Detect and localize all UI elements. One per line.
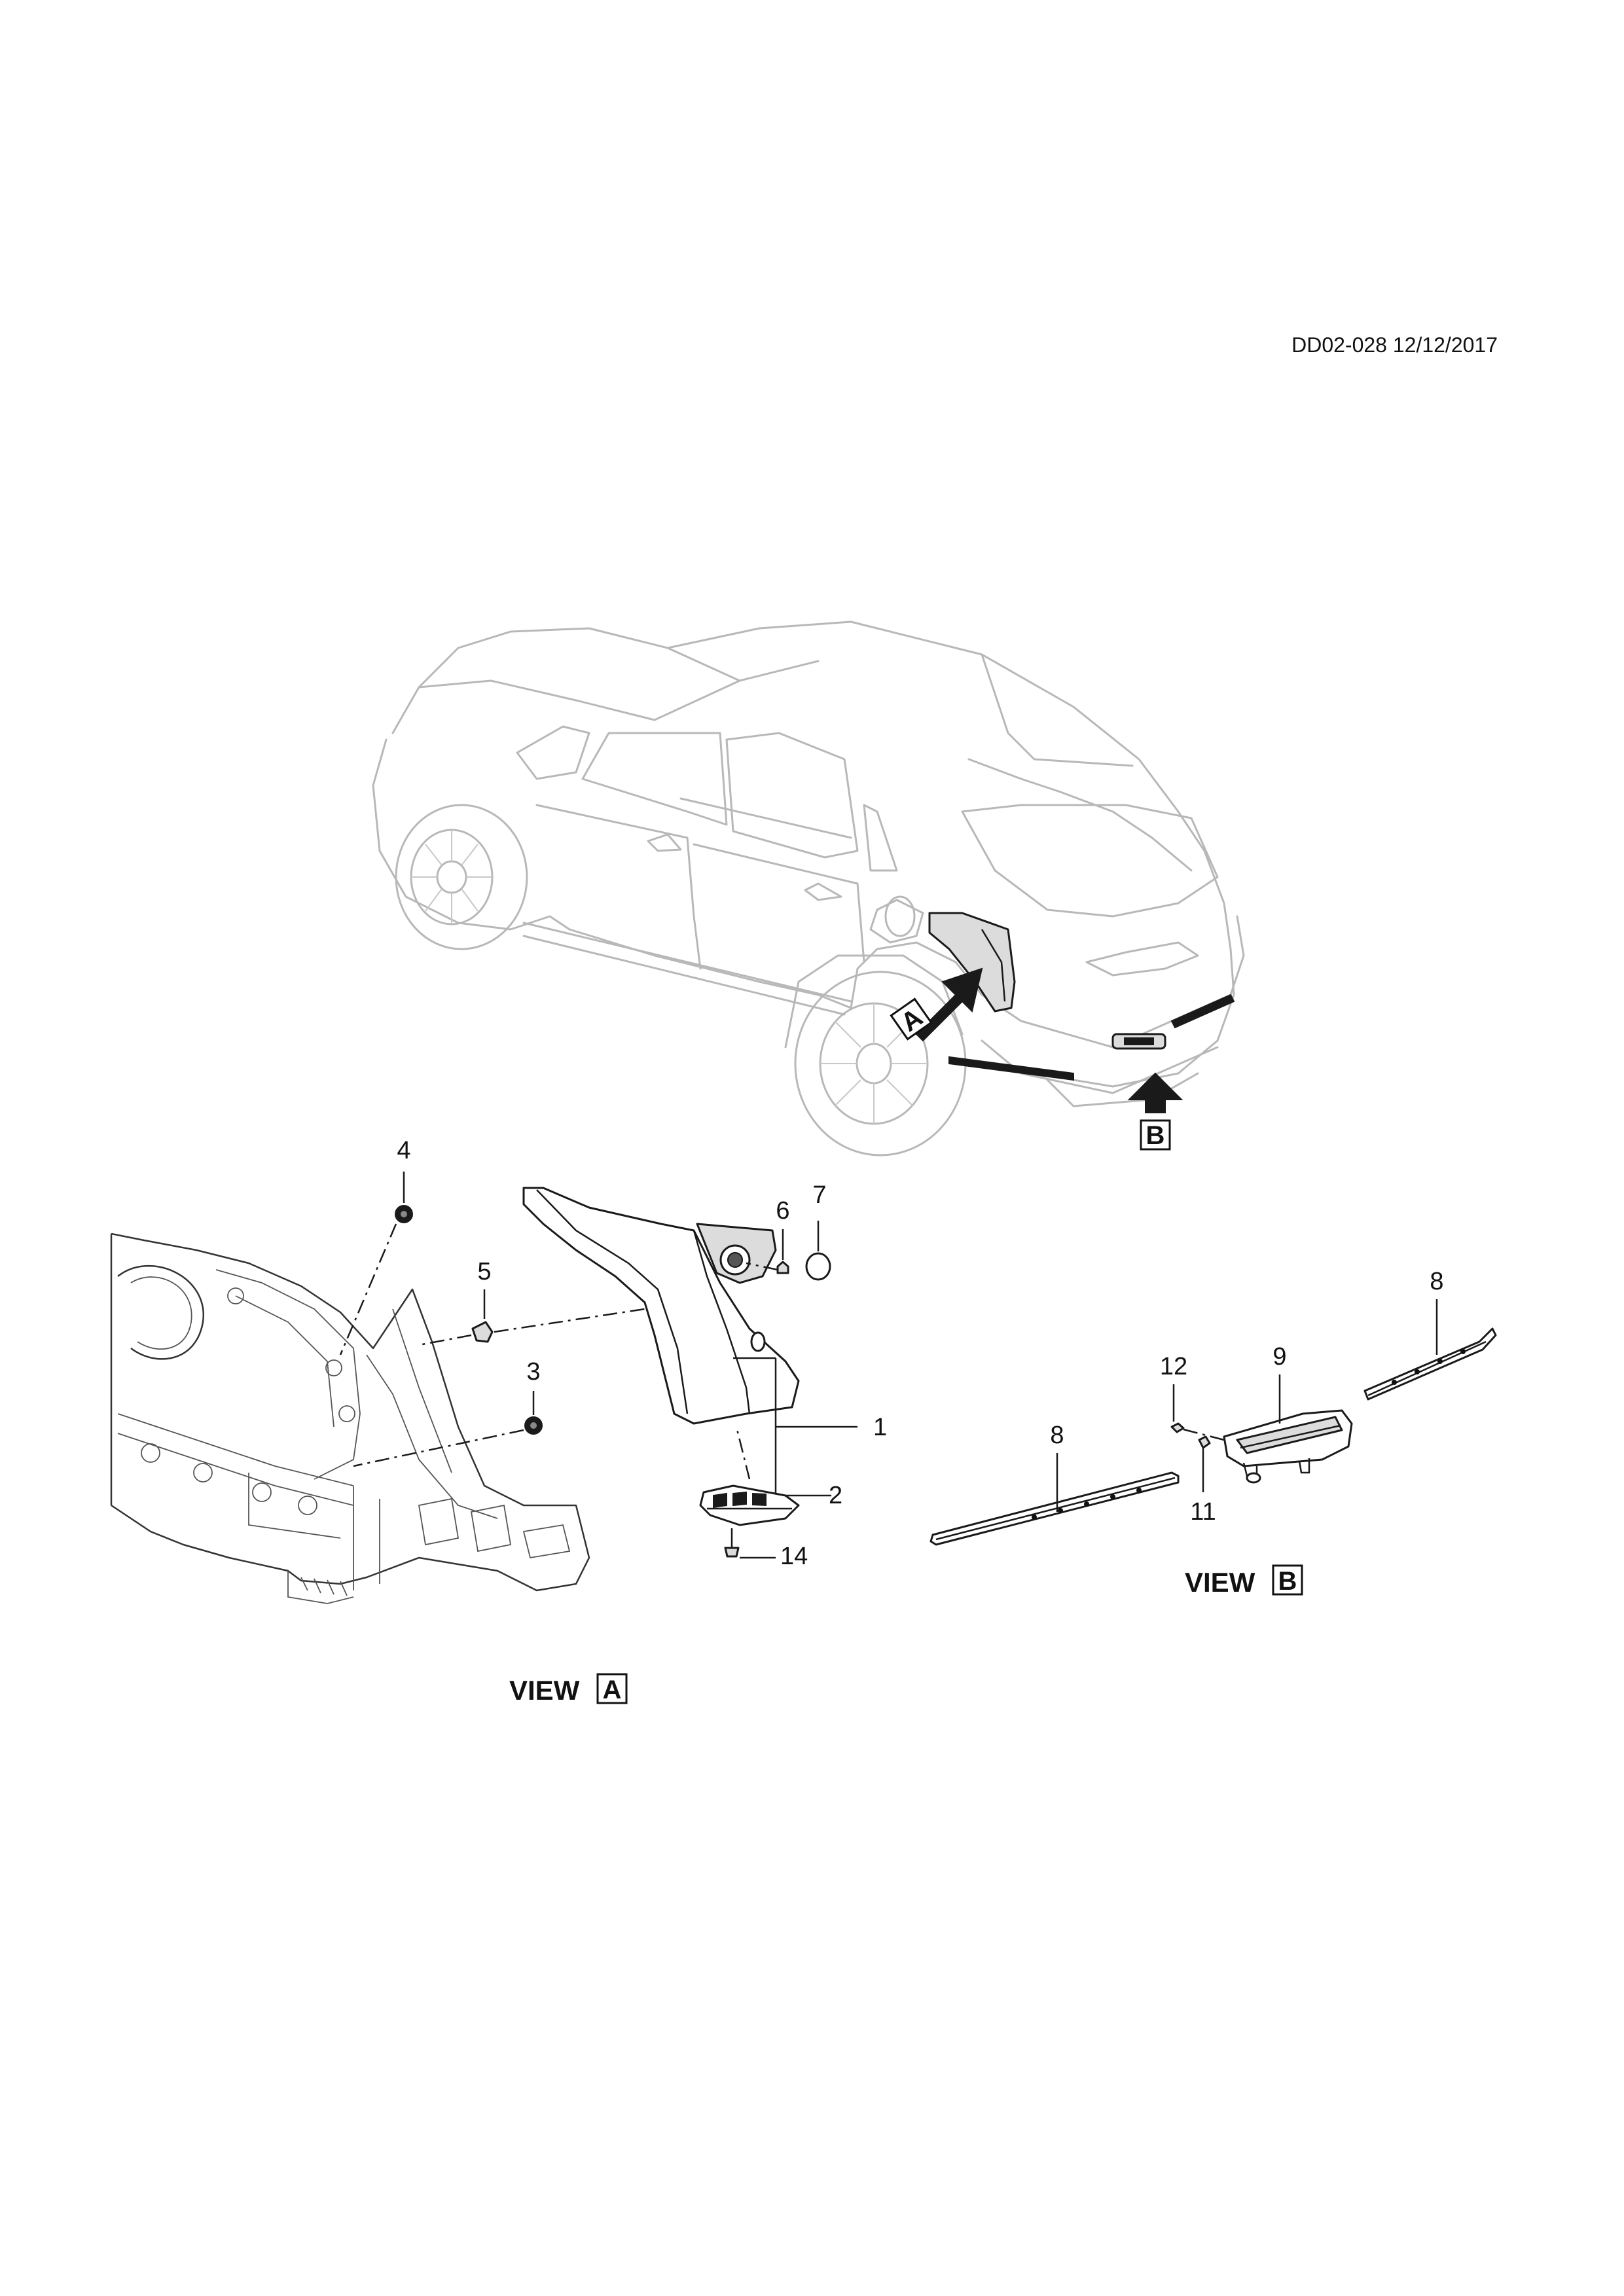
view-a-label: VIEW A [509,1673,628,1706]
view-b-arrow-label: B [1146,1121,1165,1150]
view-b-label: VIEW B [1185,1564,1303,1598]
bracket-2 [699,1484,800,1526]
clip-11 [1198,1435,1211,1449]
callout-5: 5 [477,1258,491,1285]
screw-6 [776,1261,789,1274]
callout-6: 6 [776,1197,789,1225]
callout-1: 1 [873,1414,887,1441]
callout-3: 3 [526,1358,540,1386]
callout-7: 7 [812,1181,826,1209]
view-b-arrow: B [1127,1072,1183,1151]
view-b-prefix: VIEW [1185,1567,1255,1598]
view-b-letter: B [1278,1567,1297,1596]
view-a-arrow: A [890,967,983,1042]
callout-11: 11 [1190,1498,1216,1526]
document-id: DD02-028 12/12/2017 [1291,333,1498,357]
callout-2: 2 [829,1482,842,1509]
leader-bracket-2 [735,1426,751,1480]
cap-7 [805,1252,831,1281]
callout-8-right: 8 [1430,1268,1443,1295]
callout-4: 4 [397,1137,410,1164]
tail-lamp-assembly [522,1187,800,1425]
center-lamp-9 [1223,1409,1353,1484]
screw-14 [724,1528,740,1558]
view-a-prefix: VIEW [509,1675,580,1706]
nut-4 [395,1205,413,1223]
view-a-letter: A [603,1676,622,1704]
callout-9: 9 [1272,1343,1286,1371]
callout-12: 12 [1160,1353,1187,1380]
reflector-strip-8-right [1363,1327,1497,1401]
reflector-strip-8-left [929,1471,1180,1546]
callout-14: 14 [780,1543,808,1570]
view-a-body-structure [110,1232,590,1604]
callout-8-left: 8 [1050,1422,1064,1449]
leader-nut-4 [339,1223,397,1355]
leader-nut-3 [353,1429,524,1467]
leader-clip-5 [418,1334,472,1346]
screw-12 [1170,1422,1185,1433]
vehicle-overview [372,620,1245,1157]
nut-3 [524,1416,543,1435]
clip-5 [471,1321,494,1343]
leader-lamp-to-body [494,1308,645,1333]
